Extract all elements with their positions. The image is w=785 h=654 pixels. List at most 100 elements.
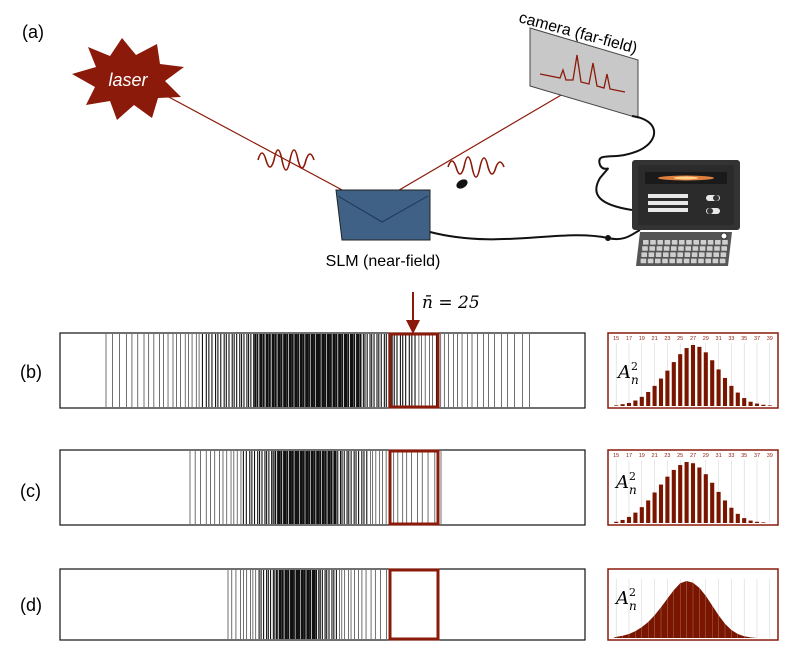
distribution-bar: [646, 391, 651, 406]
keyboard-key: [670, 252, 676, 257]
tick-label: 33: [728, 453, 734, 459]
reflected-beam-line: [371, 83, 581, 207]
keyboard-key: [705, 258, 711, 264]
slm-panel: [335, 189, 431, 241]
distribution-bar: [671, 469, 676, 523]
panel-label-b: (b): [20, 362, 42, 382]
keyboard-key: [691, 252, 698, 257]
distribution-bar: [716, 491, 721, 523]
distribution-bar: [646, 500, 651, 523]
distribution-bar: [658, 484, 664, 523]
distribution-bar: [684, 462, 689, 523]
tick-label: 29: [703, 453, 709, 459]
distribution-bar: [652, 492, 657, 523]
keyboard-key: [699, 252, 705, 257]
tick-label: 33: [728, 336, 734, 342]
distribution-bar: [716, 369, 721, 406]
keyboard-key: [707, 240, 714, 245]
keyboard-key: [714, 246, 720, 251]
cables: [429, 115, 656, 241]
distribution-bar: [652, 385, 657, 406]
distribution-bar: [748, 520, 753, 523]
hologram-strip-b: [59, 332, 586, 409]
laser-label: laser: [108, 70, 148, 90]
camera-screen: camera (far-field): [517, 9, 639, 119]
keyboard-key: [692, 246, 699, 251]
distribution-bar: [748, 401, 753, 406]
tick-label: 19: [639, 336, 645, 342]
hologram-strip-d: [59, 568, 586, 641]
slm-reflection-lines: [337, 195, 429, 223]
distribution-bar: [742, 398, 747, 406]
keyboard-key: [722, 240, 728, 245]
distribution-bar: [665, 370, 670, 406]
laser-source: laser: [72, 38, 184, 120]
distribution-bar: [614, 405, 619, 406]
keyboard-key: [642, 246, 648, 251]
wave-packet-incident: [257, 149, 315, 171]
distribution-bar: [684, 348, 689, 406]
tick-label: 21: [652, 336, 658, 342]
mean-photon-marker: n̄ = 25: [406, 292, 480, 334]
keyboard-key: [707, 246, 713, 251]
slm-label: SLM (near-field): [326, 253, 441, 270]
keyboard-key: [678, 246, 684, 251]
keyboard-key: [671, 246, 677, 251]
distribution-bar: [620, 519, 625, 523]
distribution-bar: [690, 345, 696, 406]
distribution-bar: [729, 385, 734, 406]
distribution-bar: [658, 378, 664, 406]
keyboard-key: [657, 240, 663, 245]
tick-label: 37: [754, 453, 760, 459]
distribution-bar: [703, 474, 708, 523]
keyboard-key: [664, 240, 671, 245]
keyboard-key: [719, 258, 726, 264]
tick-label: 19: [639, 453, 645, 459]
keyboard-key: [650, 240, 656, 245]
tick-label: 23: [664, 336, 670, 342]
distribution-bar: [703, 352, 708, 406]
distribution-bar: [620, 404, 625, 406]
hologram-strip-c: [59, 449, 586, 526]
keyboard-key: [655, 252, 662, 257]
distribution-bar: [735, 392, 740, 406]
keyboard-key: [691, 258, 697, 264]
tick-label: 25: [677, 453, 683, 459]
keyboard-key: [648, 252, 655, 257]
keyboard-power-icon: [720, 232, 728, 240]
tick-label: 15: [613, 453, 619, 459]
distribution-bar: [710, 482, 715, 523]
camera-interference-pattern: [539, 54, 626, 93]
distribution-bar: [639, 507, 644, 523]
beam-knob-icon: [456, 179, 468, 189]
keyboard: [636, 232, 732, 266]
panel-label-c: (c): [20, 481, 41, 501]
computer: [632, 160, 740, 266]
distribution-bar: [761, 404, 766, 406]
keyboard-key: [647, 258, 654, 264]
tick-label: 21: [652, 453, 658, 459]
keyboard-key: [698, 258, 704, 264]
tick-label: 35: [741, 453, 747, 459]
tick-label: 37: [754, 336, 760, 342]
wave-packet-reflected: [447, 156, 505, 178]
keyboard-key: [663, 252, 669, 257]
distribution-bar: [729, 507, 734, 523]
distribution-bar: [671, 362, 676, 406]
keyboard-key: [676, 258, 683, 264]
distribution-bar: [626, 402, 632, 406]
tick-label: 17: [626, 453, 632, 459]
panel-label-a: (a): [22, 22, 44, 42]
keyboard-key: [679, 240, 685, 245]
keyboard-key: [643, 240, 649, 245]
keyboard-key: [649, 246, 655, 251]
distribution-bar: [633, 400, 638, 406]
distribution-bar: [754, 521, 760, 523]
monitor-panel-rows: [648, 194, 688, 212]
distribution-bar: [742, 518, 747, 523]
keyboard-key: [720, 252, 727, 257]
